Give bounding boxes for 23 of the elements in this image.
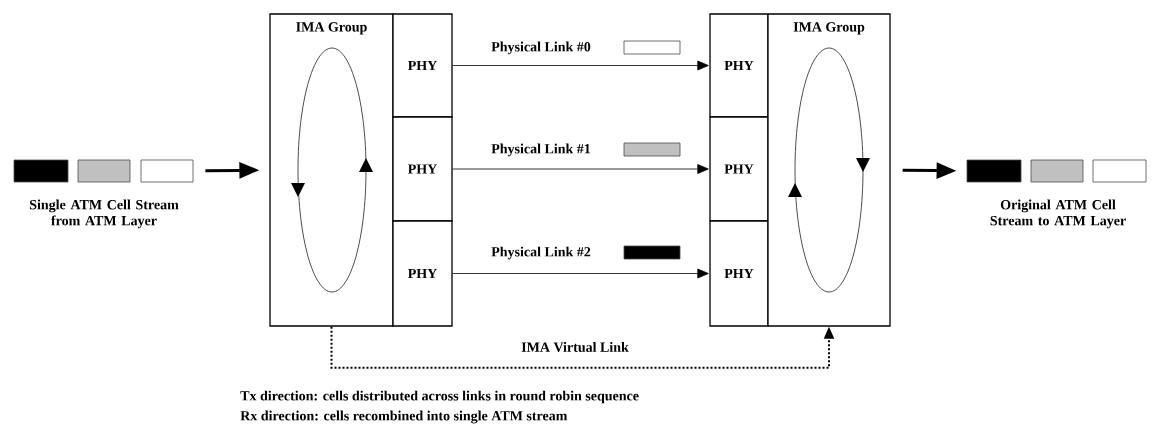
atm-cell [966, 159, 1022, 183]
caption: Original ATM Cell Stream to ATM Layer [990, 199, 1126, 229]
arrow [452, 60, 709, 71]
note: Rx direction: cells recombined into single ATM stream [240, 410, 568, 424]
phy-box: PHY [709, 116, 769, 222]
edge-label: IMA Virtual Link [521, 342, 629, 352]
arrow [452, 268, 709, 279]
phy-box: PHY [392, 116, 453, 222]
atm-cell [140, 159, 194, 183]
atm-cell [1030, 159, 1084, 183]
phy-box: PHY [709, 220, 769, 327]
atm-cell [1092, 159, 1147, 183]
phy-box: PHY [392, 13, 453, 118]
atm-cell [13, 159, 69, 183]
arrow [452, 164, 709, 174]
phy-box: PHY [392, 220, 453, 327]
phy-box: PHY [709, 13, 769, 118]
atm-cell [77, 159, 131, 183]
caption: Single ATM Cell Stream from ATM Layer [29, 199, 179, 229]
note: Tx direction: cells distributed across links in round robin sequence [240, 390, 639, 404]
edge-label: Physical Link #0 [491, 41, 591, 55]
edge-label: Physical Link #2 [491, 246, 591, 260]
edge-label: Physical Link #1 [491, 143, 591, 157]
